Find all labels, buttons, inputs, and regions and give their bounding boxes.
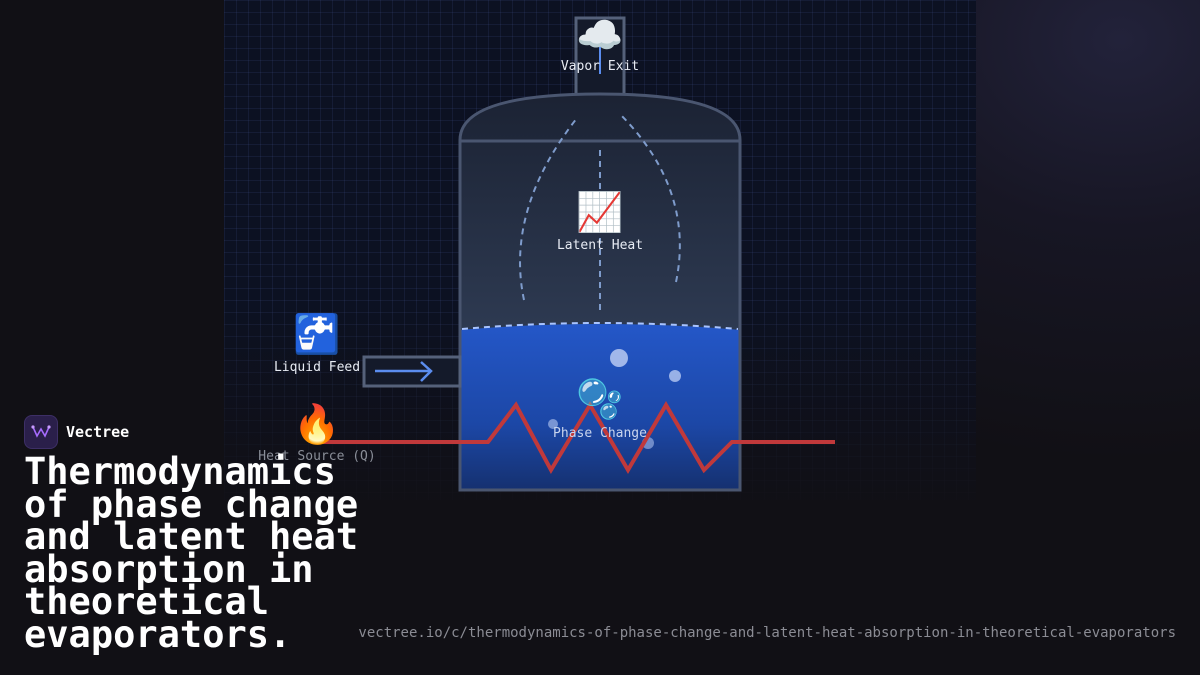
feed-arrow-head bbox=[420, 361, 433, 382]
phase-change-label: Phase Change bbox=[553, 426, 647, 441]
brand-name: Vectree bbox=[66, 423, 130, 441]
vapor-flow-right bbox=[619, 113, 681, 283]
fire-icon: 🔥 bbox=[293, 402, 341, 446]
bubble bbox=[548, 419, 558, 429]
page-url[interactable]: vectree.io/c/thermodynamics-of-phase-cha… bbox=[358, 625, 1176, 641]
liquid-feed-label: Liquid Feed bbox=[273, 360, 361, 375]
bubble bbox=[669, 370, 681, 382]
water-tap-icon: 🚰 bbox=[293, 312, 341, 356]
liquid-pool bbox=[460, 324, 740, 490]
vessel-body bbox=[458, 92, 742, 492]
page-title: Thermodynamics of phase change and laten… bbox=[24, 450, 359, 656]
bubbles-icon: 🫧 bbox=[576, 377, 624, 421]
latent-heat-label: Latent Heat bbox=[556, 238, 644, 253]
heat-source-label: Heat Source (Q) bbox=[258, 449, 376, 464]
vectree-logo-icon bbox=[24, 415, 58, 449]
brand: Vectree bbox=[24, 415, 129, 449]
liquid-surface-line bbox=[461, 322, 739, 330]
bubble bbox=[610, 349, 628, 367]
heating-coil bbox=[322, 401, 835, 475]
chart-increasing-icon: 📈 bbox=[576, 190, 624, 234]
vapor-flow-left bbox=[519, 117, 578, 301]
vapor-exit-label: Vapor Exit bbox=[560, 59, 640, 74]
cloud-icon: ☁️ bbox=[576, 13, 624, 57]
